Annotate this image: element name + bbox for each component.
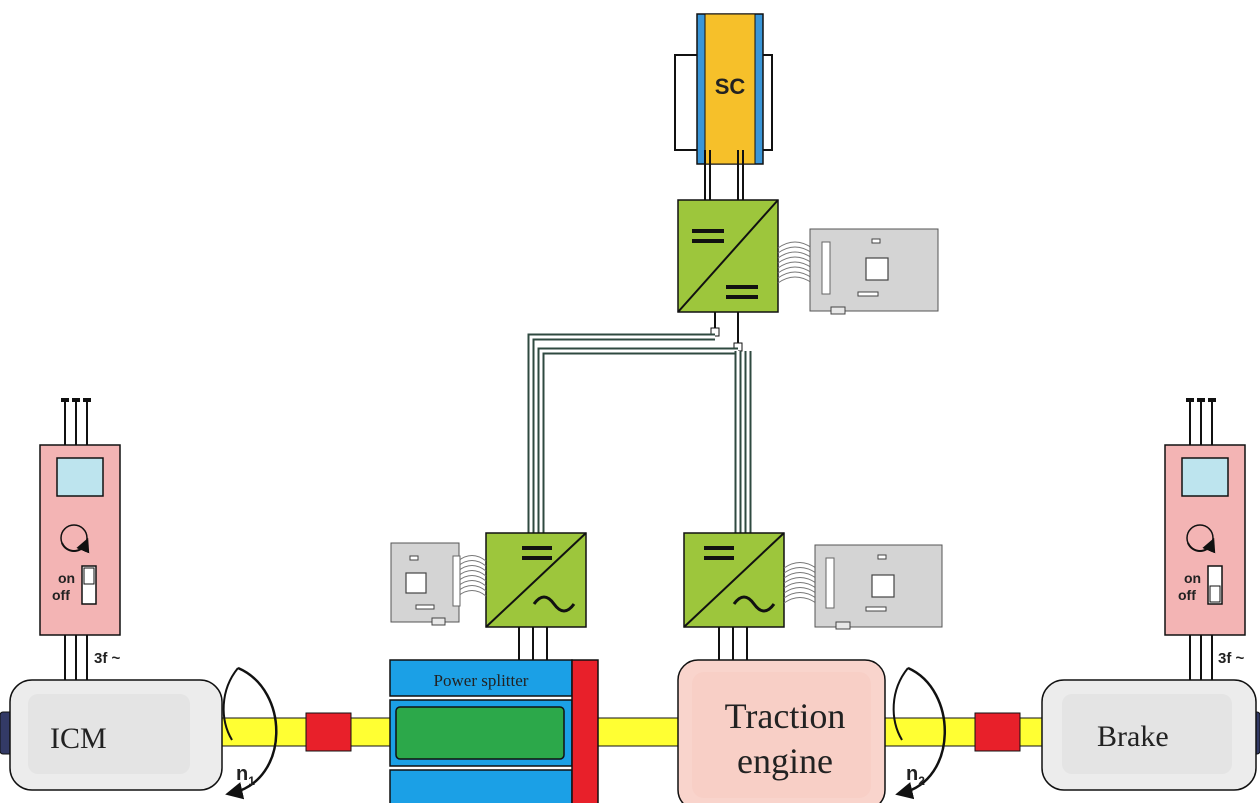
control-board-top xyxy=(777,228,939,315)
icm-label: ICM xyxy=(50,722,107,755)
dc-bus xyxy=(527,312,752,535)
off-label-right: off xyxy=(1178,587,1196,603)
sc-label: SC xyxy=(715,74,746,99)
three-phase-label-left: 3f ~ xyxy=(94,650,121,667)
traction-label-line2: engine xyxy=(737,741,833,781)
frequency-converter-right: on off 3f ~ xyxy=(1164,398,1246,680)
control-board-left xyxy=(390,542,487,626)
inverter-right xyxy=(683,532,785,660)
supercapacitor: SC xyxy=(674,13,773,200)
inverter-left xyxy=(485,532,587,660)
icm-machine: ICM xyxy=(0,679,223,791)
on-label-left: on xyxy=(58,570,75,586)
traction-engine: Traction engine xyxy=(677,659,886,803)
frequency-converter-left: on off 3f ~ xyxy=(39,398,121,680)
power-splitter: Power splitter xyxy=(389,659,599,803)
sc-body-yellow xyxy=(704,13,756,165)
traction-label-line1: Traction xyxy=(725,696,846,736)
three-phase-label-right: 3f ~ xyxy=(1218,650,1245,667)
power-splitter-label: Power splitter xyxy=(434,671,529,690)
control-board-right xyxy=(783,544,943,630)
brake-label: Brake xyxy=(1097,720,1169,753)
sc-left-wire xyxy=(674,54,705,151)
n2-label: n2 xyxy=(906,763,925,788)
rotation-indicator-n2: n2 xyxy=(892,666,946,800)
drive-shaft xyxy=(219,712,1046,752)
rotation-indicator-n1: n1 xyxy=(222,666,278,800)
coupling-right xyxy=(974,712,1021,752)
dc-dc-converter xyxy=(677,199,779,313)
off-label-left: off xyxy=(52,587,70,603)
coupling-left xyxy=(305,712,352,752)
brake-machine: Brake xyxy=(1041,679,1260,791)
n1-label: n1 xyxy=(236,763,255,788)
on-label-right: on xyxy=(1184,570,1201,586)
